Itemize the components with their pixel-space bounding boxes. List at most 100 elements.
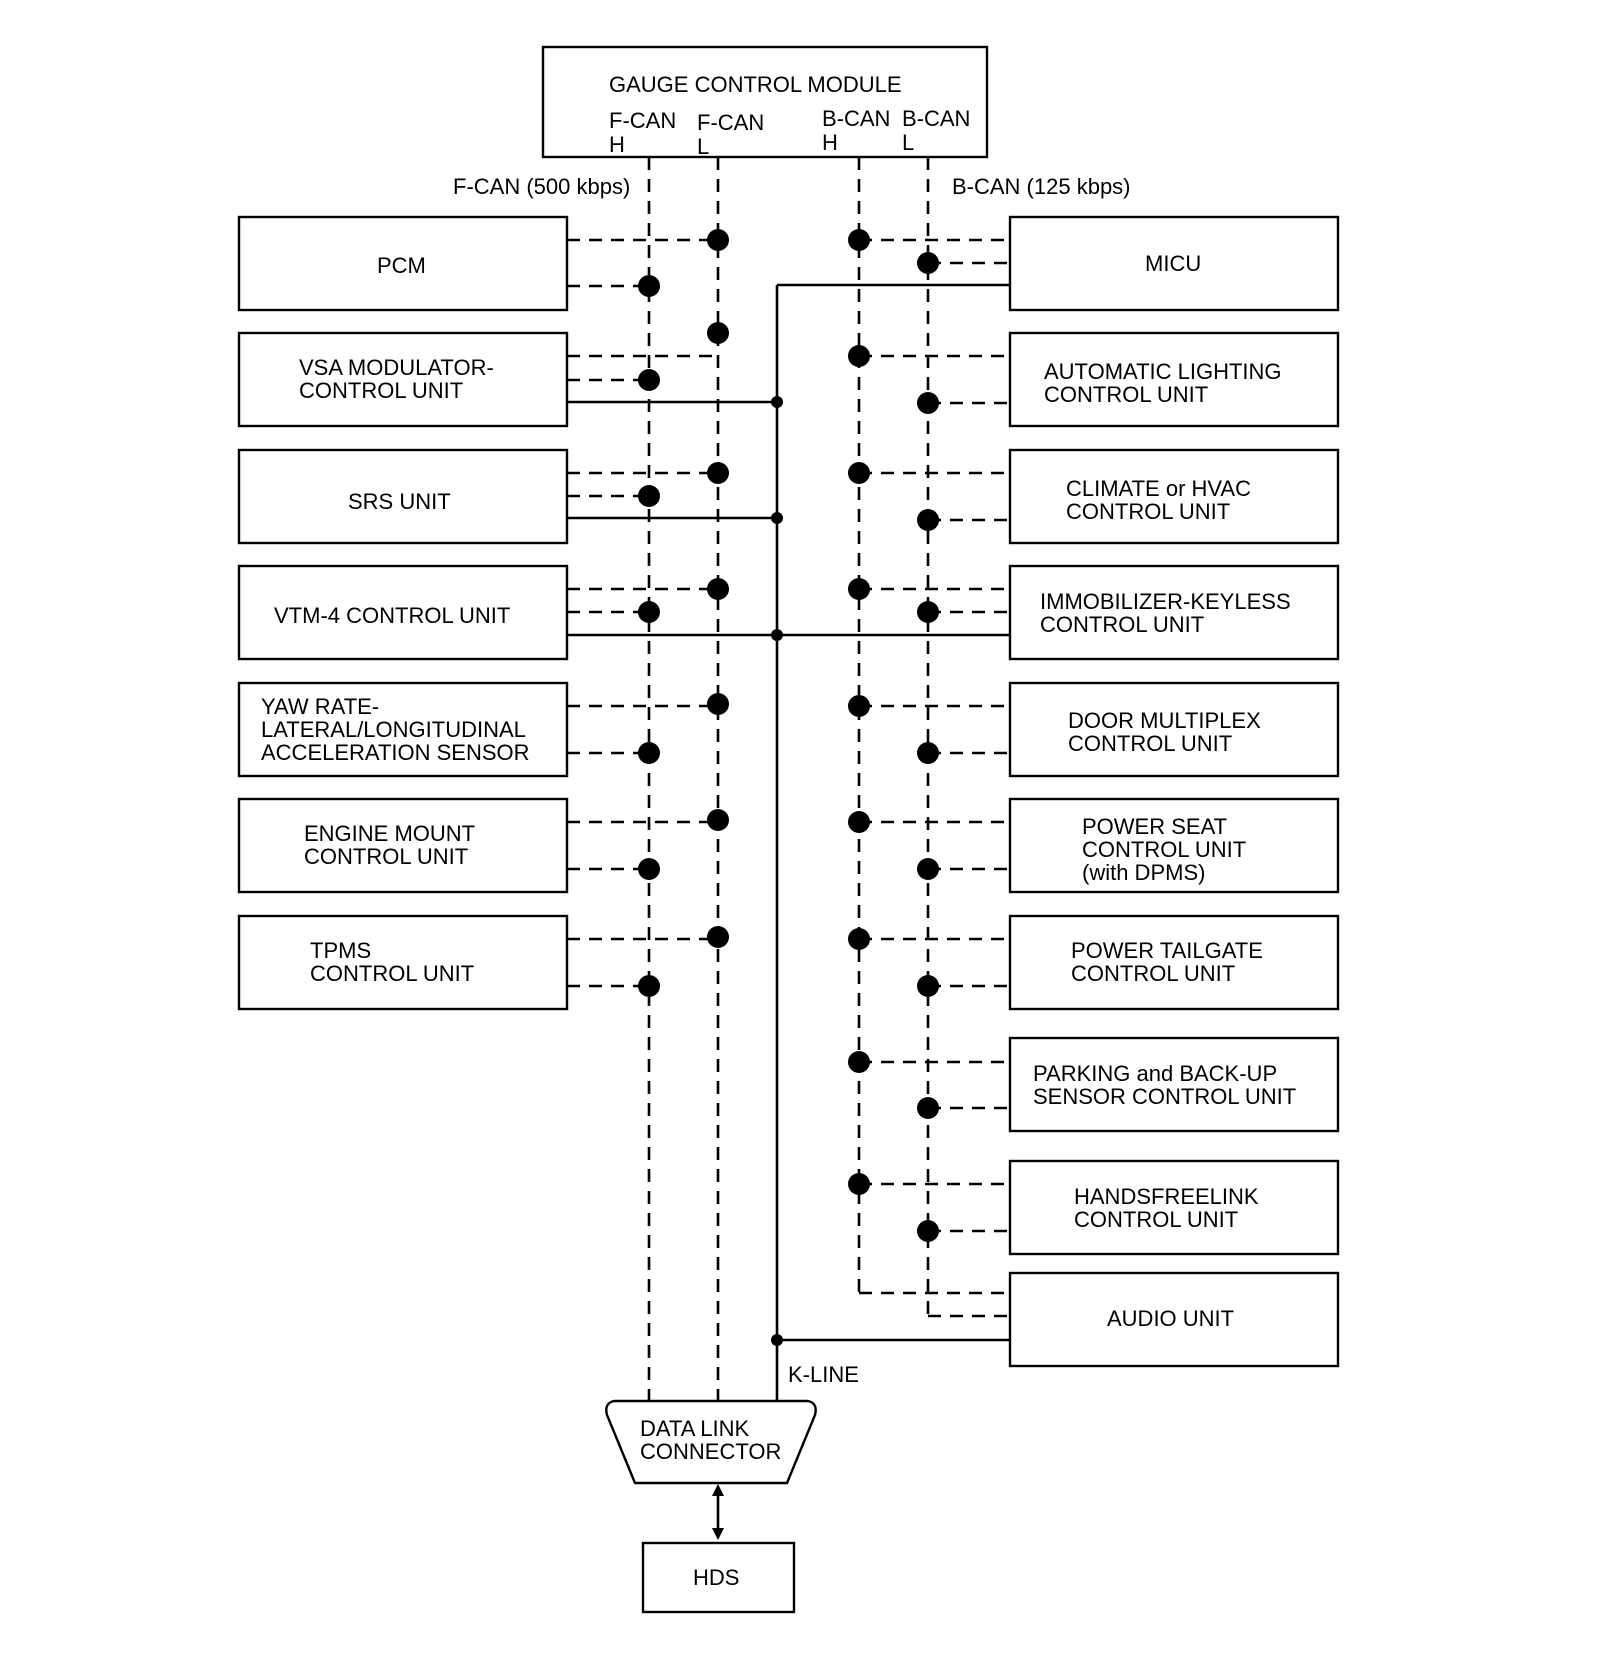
junction-dot — [638, 975, 660, 997]
junction-dot — [707, 462, 729, 484]
left-unit-vtm4: VTM-4 CONTROL UNIT — [237, 564, 569, 661]
connector-label: CONNECTOR — [640, 1439, 781, 1464]
junction-dot — [848, 811, 870, 833]
left-unit-pcm: PCM — [237, 215, 569, 312]
bcan-connections — [859, 238, 1010, 1318]
left-unit-label: ENGINE MOUNT — [304, 821, 475, 846]
right-unit-label: CONTROL UNIT — [1066, 499, 1230, 524]
left-unit-yaw-rate: YAW RATE- LATERAL/LONGITUDINAL ACCELERAT… — [237, 681, 569, 778]
left-unit-label: LATERAL/LONGITUDINAL — [261, 717, 526, 742]
left-unit-tpms: TPMS CONTROL UNIT — [237, 914, 569, 1011]
right-unit-label: POWER SEAT — [1082, 814, 1227, 839]
right-unit-label: CONTROL UNIT — [1068, 731, 1232, 756]
left-unit-vsa: VSA MODULATOR- CONTROL UNIT — [237, 331, 569, 428]
right-unit-label: HANDSFREELINK — [1074, 1184, 1259, 1209]
right-unit-box — [1008, 1036, 1340, 1133]
junction-dot — [848, 578, 870, 600]
pin-fcan-l-label: F-CAN — [697, 110, 764, 135]
connector-shape — [605, 1399, 817, 1485]
right-unit-label: DOOR MULTIPLEX — [1068, 708, 1261, 733]
junction-dot — [638, 275, 660, 297]
left-unit-box — [237, 797, 569, 894]
left-unit-label: SRS UNIT — [348, 489, 451, 514]
right-unit-handsfreelink: HANDSFREELINK CONTROL UNIT — [1008, 1159, 1340, 1256]
right-unit-label: CONTROL UNIT — [1082, 837, 1246, 862]
left-unit-engine-mount: ENGINE MOUNT CONTROL UNIT — [237, 797, 569, 894]
left-unit-label: ACCELERATION SENSOR — [261, 740, 530, 765]
junction-dot — [848, 229, 870, 251]
bidirectional-arrow-icon — [712, 1484, 724, 1540]
right-unit-box — [1008, 914, 1340, 1011]
kline-junction-dot — [771, 512, 783, 524]
left-unit-label: TPMS — [310, 938, 371, 963]
junction-dot — [848, 1173, 870, 1195]
junction-dot — [707, 229, 729, 251]
junction-dot — [917, 601, 939, 623]
right-unit-climate: CLIMATE or HVAC CONTROL UNIT — [1008, 448, 1340, 545]
right-unit-micu: MICU — [1008, 215, 1340, 312]
connector-label: DATA LINK — [640, 1416, 750, 1441]
gauge-control-module-box — [541, 45, 989, 159]
kline-label: K-LINE — [788, 1362, 859, 1387]
right-unit-automatic-lighting: AUTOMATIC LIGHTING CONTROL UNIT — [1008, 331, 1340, 428]
junction-dot — [917, 742, 939, 764]
hds-unit: HDS — [641, 1541, 796, 1614]
right-unit-parking-sensor: PARKING and BACK-UP SENSOR CONTROL UNIT — [1008, 1036, 1340, 1133]
right-unit-label: POWER TAILGATE — [1071, 938, 1263, 963]
right-unit-box — [1008, 681, 1340, 778]
right-unit-box — [1008, 448, 1340, 545]
junction-dot — [848, 695, 870, 717]
left-unit-box — [237, 914, 569, 1011]
right-unit-immobilizer: IMMOBILIZER-KEYLESS CONTROL UNIT — [1008, 564, 1340, 661]
left-unit-label: VTM-4 CONTROL UNIT — [274, 603, 510, 628]
gauge-control-module-title: GAUGE CONTROL MODULE — [609, 72, 902, 97]
junction-dot — [707, 578, 729, 600]
pin-bcan-l-sub: L — [902, 130, 914, 155]
pin-fcan-l-sub: L — [697, 134, 709, 159]
junction-dot — [707, 926, 729, 948]
right-unit-box — [1008, 1159, 1340, 1256]
right-unit-label: CONTROL UNIT — [1071, 961, 1235, 986]
junction-dot — [707, 693, 729, 715]
gauge-control-module: GAUGE CONTROL MODULE F-CAN H F-CAN L B-C… — [541, 45, 989, 159]
junction-dot — [638, 369, 660, 391]
right-unit-box — [1008, 331, 1340, 428]
junction-dots — [638, 229, 939, 1346]
right-unit-label: CONTROL UNIT — [1044, 382, 1208, 407]
kline-junction-dot — [771, 629, 783, 641]
junction-dot — [638, 742, 660, 764]
right-unit-box — [1008, 1271, 1340, 1368]
right-unit-power-seat: POWER SEAT CONTROL UNIT (with DPMS) — [1008, 797, 1340, 894]
junction-dot — [917, 252, 939, 274]
right-unit-label: CLIMATE or HVAC — [1066, 476, 1251, 501]
junction-dot — [848, 1051, 870, 1073]
pin-fcan-h-label: F-CAN — [609, 108, 676, 133]
pin-fcan-h-sub: H — [609, 132, 625, 157]
left-unit-srs: SRS UNIT — [237, 448, 569, 545]
kline-connections — [567, 283, 1010, 1342]
junction-dot — [848, 928, 870, 950]
junction-dot — [848, 345, 870, 367]
left-unit-label: CONTROL UNIT — [299, 378, 463, 403]
left-unit-label: PCM — [377, 253, 426, 278]
kline-junction-dot — [771, 396, 783, 408]
pin-bcan-h-label: B-CAN — [822, 106, 890, 131]
right-unit-label: PARKING and BACK-UP — [1033, 1061, 1277, 1086]
right-unit-label: CONTROL UNIT — [1074, 1207, 1238, 1232]
data-link-connector: DATA LINK CONNECTOR — [605, 1399, 817, 1485]
junction-dot — [917, 858, 939, 880]
left-unit-box — [237, 215, 569, 312]
right-unit-door-multiplex: DOOR MULTIPLEX CONTROL UNIT — [1008, 681, 1340, 778]
right-unit-label: IMMOBILIZER-KEYLESS — [1040, 589, 1291, 614]
junction-dot — [917, 975, 939, 997]
right-unit-label: (with DPMS) — [1082, 860, 1205, 885]
right-unit-box — [1008, 215, 1340, 312]
kline-junction-dot — [771, 1334, 783, 1346]
junction-dot — [638, 485, 660, 507]
left-unit-label: VSA MODULATOR- — [299, 355, 494, 380]
right-unit-box — [1008, 564, 1340, 661]
right-unit-label: CONTROL UNIT — [1040, 612, 1204, 637]
arrow-head-up — [712, 1484, 724, 1496]
junction-dot — [848, 462, 870, 484]
